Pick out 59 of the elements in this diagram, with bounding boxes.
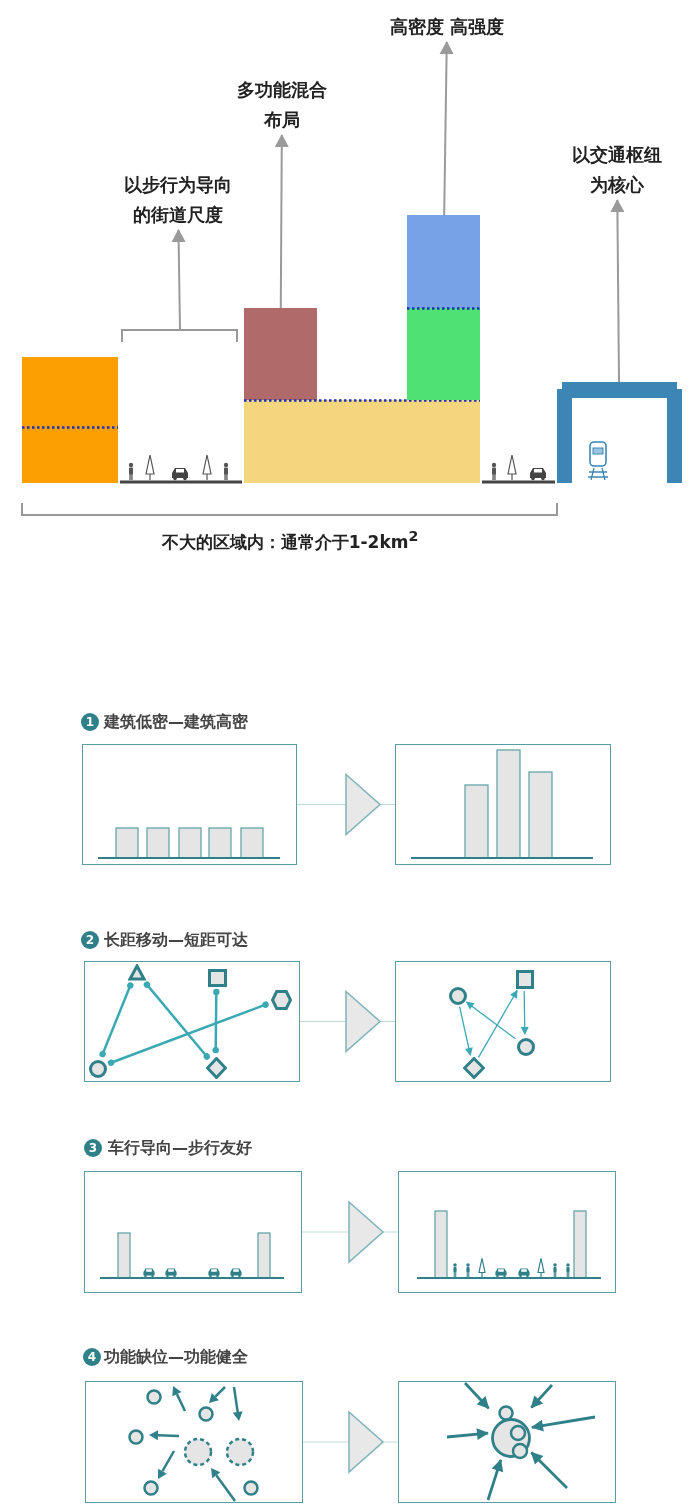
diamond-symbol: [463, 1057, 485, 1079]
annotation-text: 高密度 高强度: [367, 12, 527, 42]
transit-gate: [557, 382, 682, 483]
arrow: [465, 1001, 517, 1040]
connector-line: [99, 982, 134, 1058]
arrow: [458, 1006, 473, 1057]
triangle-symbol: [128, 964, 146, 981]
arrow: [530, 1451, 568, 1489]
circle-symbol: [517, 1038, 535, 1056]
arrow: [446, 1428, 489, 1441]
step-heading: 长距移动—短距可达: [104, 929, 248, 951]
connector-line: [107, 1001, 269, 1066]
area-caption: 不大的区域内：通常介于1-2km$^{2}$: [160, 528, 420, 554]
chevron-arrow: [302, 1411, 399, 1473]
panel-frame: [395, 744, 611, 865]
arrow: [439, 41, 454, 216]
building-block: [244, 308, 317, 400]
panel-frame: [398, 1171, 616, 1293]
arrow: [610, 199, 625, 383]
arrow: [477, 989, 518, 1059]
panel-frame: [84, 961, 300, 1082]
building-block: [407, 215, 480, 308]
circle-symbol: [89, 1060, 107, 1078]
diamond-symbol: [206, 1057, 227, 1079]
annotation-text: 多功能混合布局: [232, 75, 332, 135]
arrow: [530, 1384, 554, 1409]
square-symbol: [208, 969, 227, 987]
step-number: 1: [81, 713, 99, 731]
connector-line: [143, 981, 210, 1060]
panel-frame: [85, 1381, 303, 1503]
step-heading: 功能缺位—功能健全: [104, 1346, 248, 1368]
chevron-arrow: [299, 990, 396, 1053]
panel-frame: [84, 1171, 302, 1293]
panel-frame: [398, 1381, 616, 1503]
building-block: [244, 400, 480, 483]
step-heading: 建筑低密—建筑高密: [104, 711, 248, 733]
circle-symbol: [449, 987, 467, 1005]
step-number: 2: [81, 931, 99, 949]
hexagon-symbol: [271, 990, 292, 1010]
chevron-arrow: [301, 1201, 399, 1263]
building-block: [407, 308, 480, 400]
panel-frame: [395, 961, 611, 1082]
arrow: [520, 990, 529, 1035]
arrow: [463, 1382, 490, 1410]
step-number: 3: [84, 1139, 102, 1157]
annotation-text: 以交通枢纽为核心: [567, 140, 667, 200]
arrow: [274, 134, 289, 309]
building-block: [22, 357, 118, 483]
step-number: 4: [83, 1348, 101, 1366]
step-heading: 车行导向—步行友好: [108, 1137, 252, 1159]
panel-frame: [82, 744, 297, 865]
merged-circles-symbol: [491, 1405, 531, 1459]
arrow: [171, 229, 186, 331]
connector-line: [212, 988, 220, 1054]
annotation-text: 以步行为导向的街道尺度: [118, 170, 238, 230]
square-symbol: [516, 970, 534, 989]
arrow: [531, 1415, 596, 1432]
chevron-arrow: [296, 773, 396, 836]
arrow: [486, 1458, 504, 1501]
